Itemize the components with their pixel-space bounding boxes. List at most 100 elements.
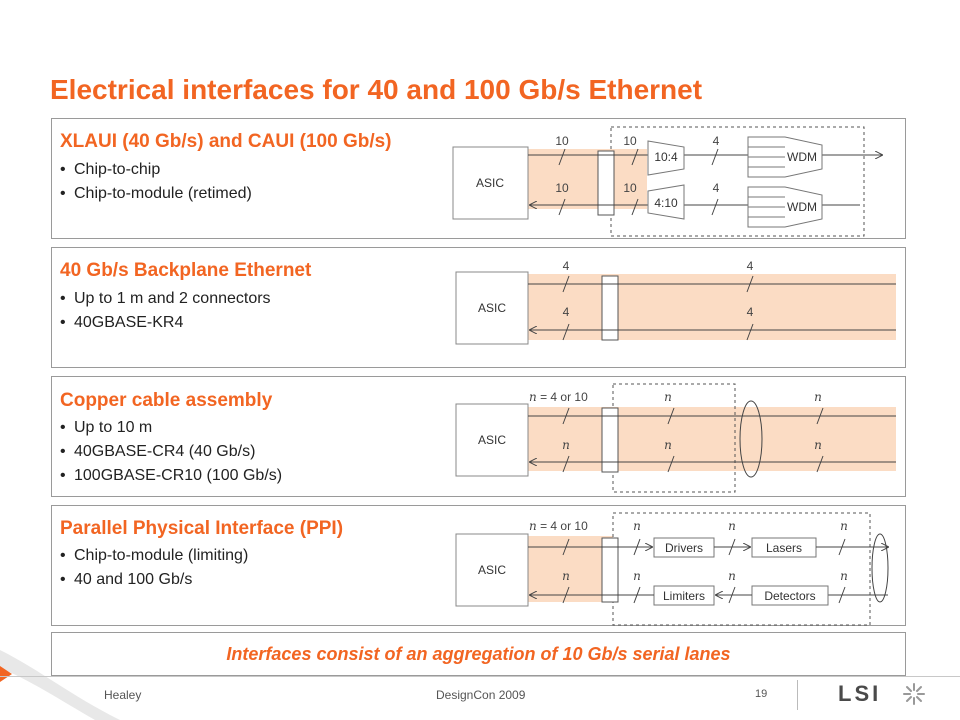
- footer-page-number: 19: [755, 688, 768, 700]
- lane-slash: [558, 148, 566, 166]
- bullet-item: 40GBASE-KR4: [60, 311, 271, 335]
- lane-count: 4: [747, 305, 754, 319]
- n-definition: = 4 or 10: [537, 519, 588, 533]
- lane-count: n: [633, 569, 641, 583]
- connector: [597, 150, 615, 216]
- lane-slash: [562, 275, 570, 293]
- bullet-list: Chip-to-module (limiting) 40 and 100 Gb/…: [60, 544, 248, 592]
- panel-copper: Copper cable assembly Up to 10 m 40GBASE…: [51, 376, 906, 497]
- lane-slash: [746, 275, 754, 293]
- panel-backplane: 40 Gb/s Backplane Ethernet Up to 1 m and…: [51, 247, 906, 368]
- copper-diagram: ASIC n = 4 or 10 n n n n n: [455, 383, 896, 493]
- lane-slash: [631, 198, 639, 216]
- module-boundary: [610, 126, 865, 237]
- bullet-item: 100GBASE-CR10 (100 Gb/s): [60, 464, 282, 488]
- ppi-diagram: ASIC Drivers Lasers Detectors Limiters n…: [455, 512, 907, 626]
- lane-count: n: [664, 438, 672, 452]
- gearbox-tx: [647, 140, 685, 176]
- connector: [601, 537, 619, 603]
- slide-title: Electrical interfaces for 40 and 100 Gb/…: [50, 74, 703, 105]
- bullet-item: Chip-to-module (limiting): [60, 544, 248, 568]
- bullet-item: Up to 1 m and 2 connectors: [60, 287, 271, 311]
- wdm-tx-label: WDM: [787, 150, 817, 164]
- lane-band: [528, 536, 613, 602]
- panel-ppi: Parallel Physical Interface (PPI) Chip-t…: [51, 505, 906, 626]
- footer-separator: [797, 680, 798, 710]
- lane-count: n: [814, 438, 822, 452]
- gearbox-tx-label: 10:4: [654, 150, 678, 164]
- lane-count: 4: [713, 134, 720, 148]
- asic-box: [455, 271, 529, 345]
- logo-text: LSI: [838, 681, 881, 706]
- lane-slash: [838, 586, 846, 604]
- asic-label: ASIC: [476, 176, 504, 190]
- lasers-label: Lasers: [766, 541, 802, 555]
- lane-slash: [633, 538, 641, 556]
- asic-label: ASIC: [478, 563, 506, 577]
- drivers-label: Drivers: [665, 541, 703, 555]
- bullet-list: Up to 10 m 40GBASE-CR4 (40 Gb/s) 100GBAS…: [60, 416, 282, 488]
- bullet-list: Up to 1 m and 2 connectors 40GBASE-KR4: [60, 287, 271, 335]
- fiber-bundle: [871, 533, 889, 603]
- lane-slash: [633, 586, 641, 604]
- bullet-item: Up to 10 m: [60, 416, 282, 440]
- lane-count: n: [664, 390, 672, 404]
- n-variable: n: [529, 519, 537, 533]
- xlaui-diagram: ASIC 10 10 4 10 10 4 10:4 4:10 WDM WDM: [452, 126, 907, 237]
- cable-bundle: [739, 400, 763, 478]
- lane-slash: [711, 198, 719, 216]
- lane-slash: [562, 455, 570, 473]
- bullet-item: Chip-to-chip: [60, 158, 252, 182]
- panel-title: XLAUI (40 Gb/s) and CAUI (100 Gb/s): [60, 131, 392, 152]
- lane-slash: [711, 148, 719, 166]
- module-boundary: [612, 512, 871, 626]
- backplane-diagram: ASIC 4 4 4 4: [455, 259, 896, 345]
- connector: [601, 407, 619, 473]
- logo-star-icon: [903, 683, 925, 705]
- lane-count: 10: [623, 134, 637, 148]
- lane-count: 4: [713, 181, 720, 195]
- lane-count: 4: [563, 305, 570, 319]
- wdm-rx-label: WDM: [787, 200, 817, 214]
- n-variable: n: [529, 390, 537, 404]
- lane-count: n: [562, 438, 570, 452]
- lane-count: n: [814, 390, 822, 404]
- connector: [601, 275, 619, 341]
- lane-count: n: [840, 569, 848, 583]
- bullet-item: Chip-to-module (retimed): [60, 182, 252, 206]
- asic-box: [455, 533, 529, 607]
- lane-slash: [728, 538, 736, 556]
- lane-slash: [562, 538, 570, 556]
- lane-slash: [816, 455, 824, 473]
- asic-label: ASIC: [478, 301, 506, 315]
- lane-count: 10: [555, 134, 569, 148]
- lane-count: n: [840, 519, 848, 533]
- lsi-logo: LSI: [838, 681, 925, 706]
- lane-slash: [558, 198, 566, 216]
- footer-author: Healey: [104, 688, 142, 702]
- lane-definition: n = 4 or 10: [529, 519, 588, 533]
- lane-slash: [728, 586, 736, 604]
- lane-slash: [562, 323, 570, 341]
- asic-box: [452, 146, 529, 220]
- limiters-label: Limiters: [663, 589, 705, 603]
- lane-slash: [746, 323, 754, 341]
- lane-count: n: [562, 569, 570, 583]
- panel-xlaui: XLAUI (40 Gb/s) and CAUI (100 Gb/s) Chip…: [51, 118, 906, 239]
- gearbox-rx-label: 4:10: [654, 196, 678, 210]
- asic-label: ASIC: [478, 433, 506, 447]
- lane-count: 4: [747, 259, 754, 273]
- lane-count: 10: [623, 181, 637, 195]
- lane-count: n: [728, 519, 736, 533]
- detectors-label: Detectors: [764, 589, 815, 603]
- panel-title: Copper cable assembly: [60, 390, 273, 411]
- gearbox-rx: [647, 184, 685, 220]
- bullet-item: 40 and 100 Gb/s: [60, 568, 248, 592]
- lane-definition: n = 4 or 10: [529, 390, 588, 404]
- lane-slash: [816, 407, 824, 425]
- footer-divider: [0, 676, 960, 677]
- lane-slash: [667, 455, 675, 473]
- lane-slash: [631, 148, 639, 166]
- lane-slash: [562, 407, 570, 425]
- lane-count: n: [633, 519, 641, 533]
